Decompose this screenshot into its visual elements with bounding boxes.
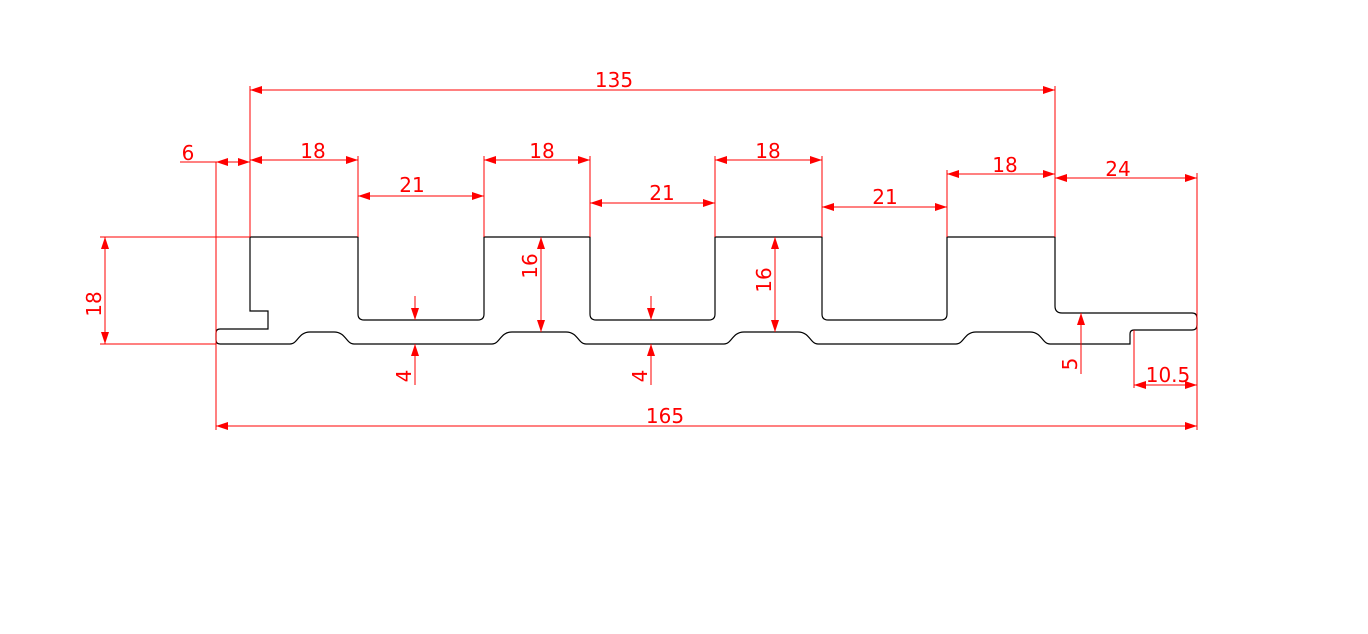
dim-label-6: 6 xyxy=(182,141,195,165)
dim-label-rib3: 18 xyxy=(755,139,780,163)
dim-label-rib2: 18 xyxy=(529,139,554,163)
dim-label-groove3: 21 xyxy=(872,185,897,209)
extension-lines xyxy=(100,86,1198,430)
dim-label-thick1: 4 xyxy=(392,370,416,383)
panel-profile xyxy=(215,236,1198,345)
dim-label-rib1: 18 xyxy=(300,139,325,163)
dimension-labels: 135 6 18 18 18 18 21 21 21 24 18 16 16 4… xyxy=(82,68,1190,428)
dim-label-groove2: 21 xyxy=(649,181,674,205)
dim-label-24: 24 xyxy=(1105,157,1130,181)
dimension-lines xyxy=(101,86,1197,430)
dim-label-depth2: 16 xyxy=(752,267,776,292)
dim-label-135: 135 xyxy=(595,68,633,92)
dim-label-depth1: 16 xyxy=(518,253,542,278)
dim-label-thick2: 4 xyxy=(628,370,652,383)
dim-label-tongue-height: 5 xyxy=(1058,358,1082,371)
dim-label-rib4: 18 xyxy=(992,153,1017,177)
dim-label-height: 18 xyxy=(82,291,106,316)
dim-label-groove1: 21 xyxy=(399,173,424,197)
profile-top-edge xyxy=(215,236,1198,345)
dim-label-165: 165 xyxy=(646,404,684,428)
dim-label-tongue-width: 10.5 xyxy=(1146,363,1191,387)
